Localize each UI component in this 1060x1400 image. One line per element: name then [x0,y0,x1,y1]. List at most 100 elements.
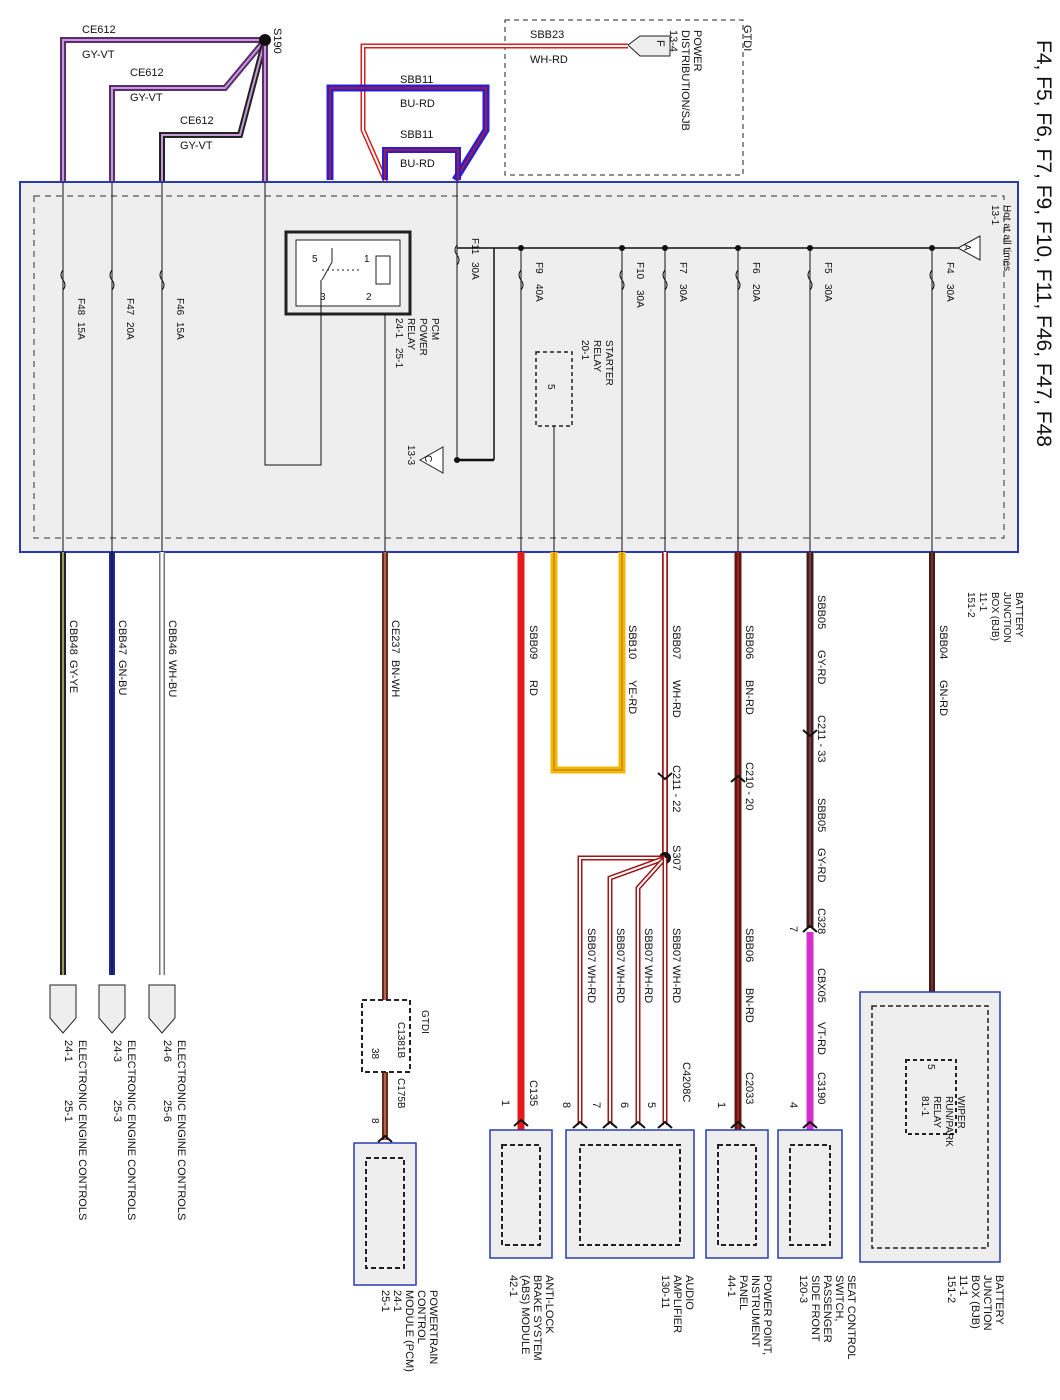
abs-module-inner [501,1144,541,1246]
svg-text:20A: 20A [750,284,761,302]
svg-text:F48: F48 [75,298,86,316]
eec-2-ref-a: 24-3 [111,1040,123,1062]
s307-branch-2: SBB07 WH-RD [614,928,626,1003]
svg-text:F7: F7 [677,262,688,274]
abs-label-1: ANTI-LOCK [543,1275,555,1334]
svg-text:F46: F46 [174,298,185,316]
c4208c-pin-5: 5 [645,1102,657,1108]
svg-text:15A: 15A [174,322,185,340]
c135-pin: 1 [499,1100,511,1106]
connector-a-label: A [961,244,972,251]
c3190-label: C3190 [815,1072,827,1104]
fuse-f9: F9 40A [518,262,544,302]
fuse-f47: F47 20A [109,269,135,340]
s190-loop [264,182,322,466]
bjb-lower-label-1: BATTERY [993,1275,1005,1325]
cbb48-color: GY-YE [67,660,79,693]
sbb09-color: RD [527,680,539,696]
wire-ce612 [60,37,268,182]
eec-1-ref-b: 25-1 [62,1100,74,1122]
seat-switch-box [777,1129,843,1259]
cbb47-label: CBB47 [116,620,128,655]
sbb11-b-color: BU-RD [400,158,435,170]
relay-coil [375,255,391,285]
wiper-label-2: RUN/PARK [943,1096,954,1147]
wiper-label-3: RELAY [931,1096,942,1128]
svg-text:F47: F47 [124,298,135,316]
sbb06-lower-label: SBB06 [743,928,755,962]
connector-c [418,446,444,474]
connector-c-label: C [422,455,433,462]
c4208c-pin-8: 8 [560,1102,572,1108]
svg-text:F10: F10 [634,262,645,280]
eec-connector-1 [49,984,77,1034]
cbb47-color: GN-BU [116,660,128,696]
ce612-label-3: CE612 [180,115,214,127]
fuse-f10: F10 30A [619,262,645,308]
fuse-f4: F4 30A [929,262,955,302]
bjb-label-3: BOX (BJB) [989,592,1000,641]
starter-pin: 5 [545,384,556,390]
cbb46-color: WH-BU [166,660,178,697]
s307-label: S307 [670,845,682,871]
starter-label-2: RELAY [591,340,602,372]
gtdi2-label: GTDI [419,1010,430,1034]
svg-text:F9: F9 [533,262,544,274]
eec-2-ref-b: 25-3 [111,1100,123,1122]
sbb23-color: WH-RD [530,54,568,66]
power-point-box [705,1129,769,1259]
ce237-label: CE237 [389,620,401,654]
gy-vt-label-2: GY-VT [130,92,163,104]
pcm-relay-inner [295,239,401,307]
sbb05-label: SBB05 [815,595,827,629]
eec-3-ref-b: 25-6 [161,1100,173,1122]
s307-branch-3: SBB07 WH-RD [642,928,654,1003]
c211-22-connector [657,772,673,781]
svg-text:F4: F4 [944,262,955,274]
wiper-label-1: WIPER [955,1096,966,1129]
c210-20-label: C210 - 20 [743,762,755,810]
wiper-pin: 5 [925,1064,936,1070]
c135-label: C135 [527,1080,539,1106]
diagram-title: F4, F5, F6, F7, F9, F10, F11, F46, F47, … [1032,40,1055,447]
abs-label-4: 42-1 [507,1275,519,1297]
c175b-pin: 8 [369,1118,380,1124]
pcm-relay-label-5: 25-1 [393,348,404,368]
relay-pin-2: 2 [366,292,372,303]
sbb10-color: YE-RD [626,680,638,714]
sbb04-color: GN-RD [937,680,949,716]
pcm-module-label-1: POWERTRAIN [427,1290,439,1364]
gy-vt-label-1: GY-VT [82,49,115,61]
bjb-lower-label-3: BOX (BJB) [969,1275,981,1329]
ce237-color: BN-WH [389,660,401,697]
eec-2-label: ELECTRONIC ENGINE CONTROLS [125,1040,137,1220]
gtdi-power-distribution-box [504,19,744,176]
bus-nodes [518,245,935,251]
connector-a [956,235,981,261]
wire-sbb10 [550,552,626,774]
sbb05-mid-color: GY-RD [815,848,827,882]
cbb46-label: CBB46 [166,620,178,655]
bjb-lower-inner [871,1005,989,1249]
fuse-f6: F6 20A [735,262,761,302]
c175b-connector [377,1134,393,1143]
fuse-f5: F5 30A [807,262,833,302]
fuse-f48: F48 15A [60,269,86,340]
fuse-lines [62,182,933,552]
wiper-label-4: 81-1 [919,1096,930,1116]
cbx05-color: VT-RD [815,1022,827,1055]
svg-text:30A: 30A [634,290,645,308]
relay-pin-5: 5 [312,254,318,265]
relay-pin-1: 1 [364,254,370,265]
splice-s190 [259,34,271,46]
power-point-label-4: 44-1 [725,1275,737,1297]
c2033-label: C2033 [743,1072,755,1104]
eec-connector-3 [148,984,176,1034]
wire-sbb11 [326,84,490,182]
power-point-inner [717,1144,757,1246]
seat-switch-inner [789,1144,831,1246]
gy-vt-label-3: GY-VT [180,140,213,152]
power-point-label-3: PANEL [737,1275,749,1310]
c328-connector [802,924,818,933]
power-point-label-1: POWER POINT, [761,1275,773,1355]
